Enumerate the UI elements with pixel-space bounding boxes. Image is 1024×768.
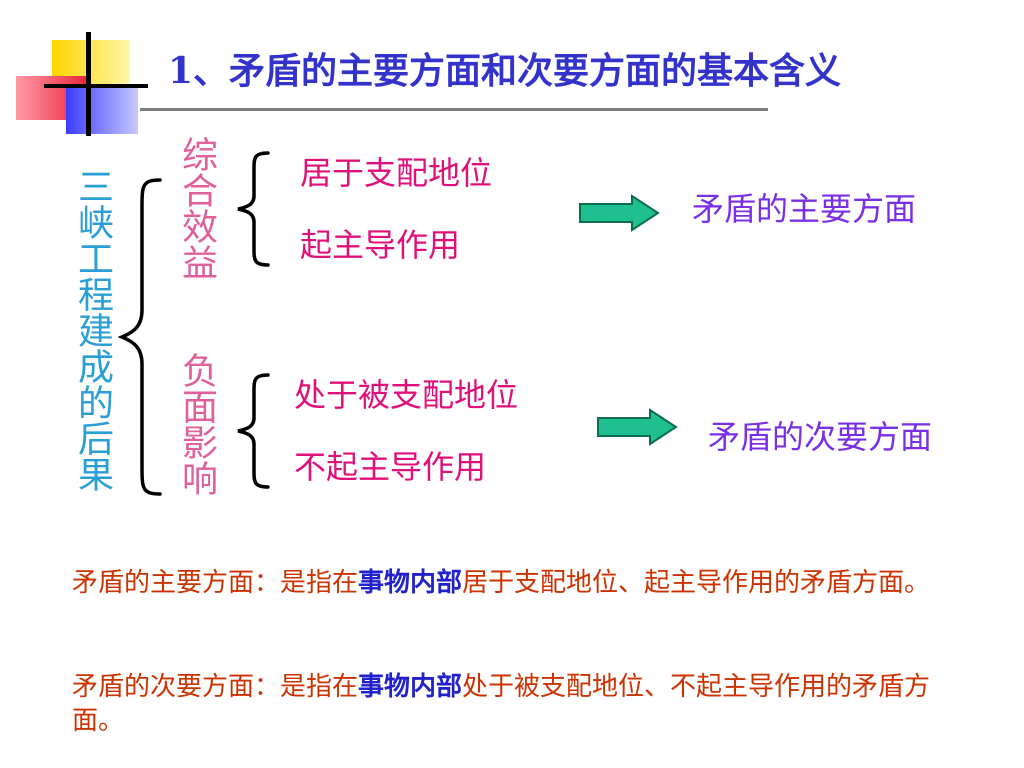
definition-primary-pre: 矛盾的主要方面：是指在 — [72, 568, 359, 598]
root-label: 三峡工程建成的后果 — [72, 168, 113, 492]
definition-primary-post: 居于支配地位、起主导作用的矛盾方面。 — [462, 568, 931, 598]
definition-secondary-emphasis: 事物内部 — [358, 672, 463, 702]
group1-brace — [237, 151, 270, 267]
title-divider — [140, 108, 768, 111]
group2-item-1: 处于被支配地位 — [294, 376, 519, 414]
decorative-logo — [16, 32, 148, 136]
definition-secondary-pre: 矛盾的次要方面：是指在 — [72, 672, 359, 702]
group1-item-2: 起主导作用 — [300, 226, 461, 264]
root-brace — [118, 178, 162, 496]
group2-brace — [237, 373, 270, 489]
definition-primary: 矛盾的主要方面：是指在事物内部居于支配地位、起主导作用的矛盾方面。 — [72, 566, 932, 600]
group2-label: 负面影响 — [176, 352, 217, 496]
group2-result: 矛盾的次要方面 — [708, 418, 933, 456]
definition-secondary: 矛盾的次要方面：是指在事物内部处于被支配地位、不起主导作用的矛盾方面。 — [72, 670, 932, 738]
arrow-right-icon — [597, 408, 678, 446]
definition-primary-emphasis: 事物内部 — [358, 568, 463, 598]
group2-item-2: 不起主导作用 — [294, 448, 487, 486]
arrow-right-icon — [579, 194, 660, 232]
group1-label: 综合效益 — [176, 136, 217, 280]
group1-result: 矛盾的主要方面 — [692, 190, 917, 228]
definition-secondary-post: 处于被支配地位、不起主导作用的矛盾方面。 — [72, 672, 931, 736]
group1-item-1: 居于支配地位 — [300, 154, 493, 192]
page-title: 1、矛盾的主要方面和次要方面的基本含义 — [168, 50, 842, 92]
